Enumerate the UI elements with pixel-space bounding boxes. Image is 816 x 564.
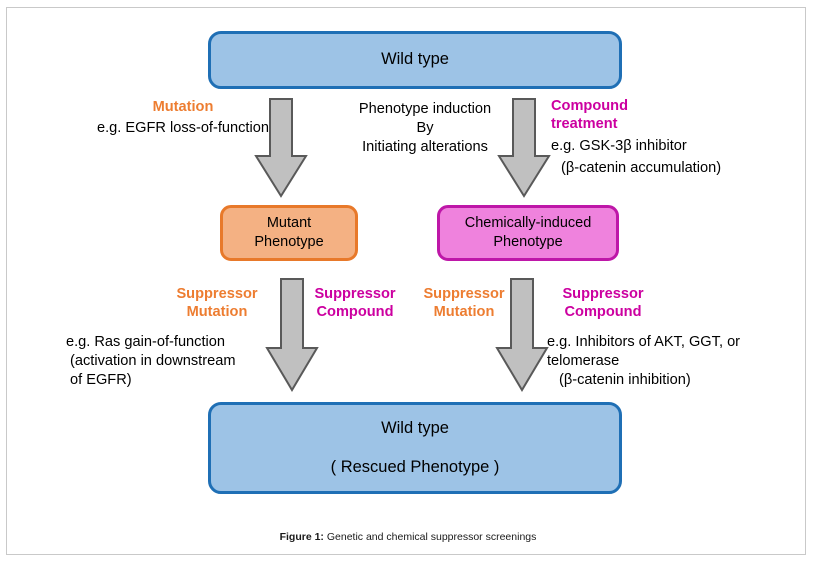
suppressor-mutation-right-line-1: Suppressor [423, 286, 505, 302]
down-arrow-icon [254, 98, 308, 198]
compound-example-line-1: e.g. GSK-3β inhibitor [551, 137, 687, 154]
ras-example-label-group: e.g. Ras gain-of-function (activation in… [66, 333, 286, 390]
wild-type-top-label: Wild type [381, 50, 449, 69]
wild-type-top-box: Wild type [208, 31, 622, 89]
figure-caption: Figure 1: Genetic and chemical suppresso… [0, 531, 816, 543]
compound-example-line-2: (β-catenin accumulation) [561, 159, 722, 176]
suppressor-mutation-right-label: Suppressor Mutation [411, 285, 517, 321]
down-arrow-icon [265, 278, 319, 392]
suppressor-mutation-left-line-2: Mutation [186, 304, 248, 321]
ras-example-line-2: (activation in downstream [70, 352, 236, 369]
ras-example-line-1: e.g. Ras gain-of-function [66, 334, 225, 350]
mutant-phenotype-line-1: Mutant [266, 214, 312, 231]
suppressor-compound-right-label: Suppressor Compound [547, 285, 659, 321]
induction-line-1: Phenotype induction [358, 101, 492, 117]
suppressor-compound-left-label: Suppressor Compound [299, 285, 411, 321]
mutation-label-group: Mutation e.g. EGFR loss-of-function [93, 98, 273, 138]
mutation-example: e.g. EGFR loss-of-function [97, 119, 269, 136]
mutant-phenotype-line-2: Phenotype [254, 234, 324, 250]
wild-type-bottom-line-1: Wild type [381, 418, 449, 437]
wild-type-bottom-box: Wild type ( Rescued Phenotype ) [208, 402, 622, 494]
ras-example-line-3: of EGFR) [70, 371, 132, 388]
chemical-phenotype-line-1: Chemically-induced [464, 214, 592, 231]
chemically-induced-phenotype-box: Chemically-induced Phenotype [437, 205, 619, 261]
inhibitors-example-label-group: e.g. Inhibitors of AKT, GGT, or telomera… [547, 333, 782, 390]
mutant-phenotype-box: Mutant Phenotype [220, 205, 358, 261]
suppressor-mutation-left-line-1: Suppressor [176, 286, 258, 302]
compound-heading-line-1: Compound [551, 98, 629, 114]
suppressor-compound-left-line-2: Compound [316, 304, 394, 321]
suppressor-mutation-left-label: Suppressor Mutation [164, 285, 270, 321]
chemical-phenotype-line-2: Phenotype [493, 234, 563, 250]
induction-line-3: Initiating alterations [362, 138, 488, 155]
inhibitors-example-line-3: (β-catenin inhibition) [559, 371, 691, 388]
induction-line-2: By [416, 119, 434, 136]
phenotype-induction-label-group: Phenotype induction By Initiating altera… [330, 100, 520, 157]
wild-type-bottom-line-2: ( Rescued Phenotype ) [330, 457, 500, 476]
down-arrow-icon [497, 98, 551, 198]
compound-treatment-label-group: Compound treatment e.g. GSK-3β inhibitor… [551, 98, 781, 178]
figure-caption-label: Figure 1: [279, 531, 324, 543]
down-arrow-icon [495, 278, 549, 392]
suppressor-mutation-right-line-2: Mutation [433, 304, 495, 321]
figure-caption-text: Genetic and chemical suppressor screenin… [323, 531, 537, 543]
mutation-heading: Mutation [152, 99, 214, 115]
suppressor-compound-right-line-2: Compound [564, 304, 642, 321]
suppressor-compound-left-line-1: Suppressor [314, 286, 396, 302]
inhibitors-example-line-2: telomerase [547, 352, 620, 369]
inhibitors-example-line-1: e.g. Inhibitors of AKT, GGT, or [547, 334, 741, 350]
suppressor-compound-right-line-1: Suppressor [562, 286, 644, 302]
compound-heading-line-2: treatment [551, 115, 618, 132]
